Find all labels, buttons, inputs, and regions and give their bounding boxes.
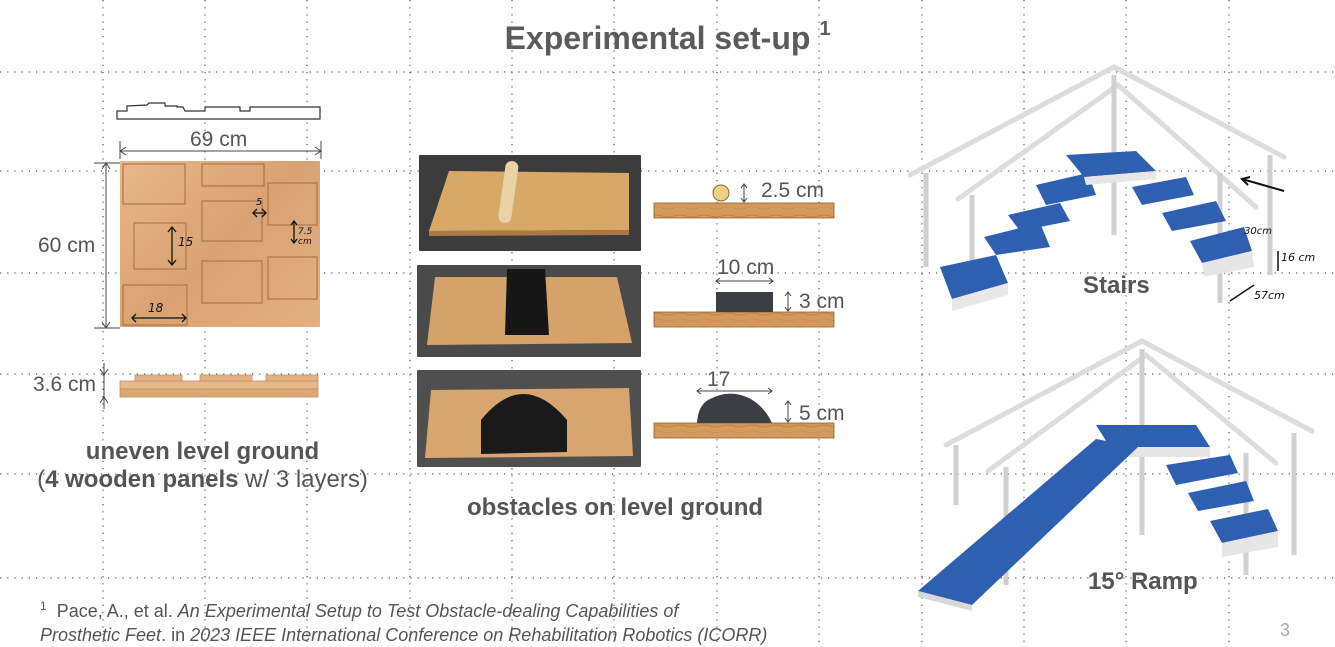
uneven-caption-open: (	[37, 466, 46, 493]
wooden-panel-photo: 15 5 7.5 cm 18	[120, 161, 320, 327]
stairs-hand-mark-30cm: 30cm	[1244, 226, 1272, 237]
ramp-label: 15° Ramp	[1088, 568, 1198, 595]
panel-profile-sketch	[116, 102, 321, 120]
width-dimension-line	[119, 141, 322, 159]
thickness-label: 3.6 cm	[33, 373, 97, 396]
hand-mark-5: 5	[256, 197, 263, 208]
footnote-authors: Pace, A., et al.	[56, 601, 173, 621]
hump-obstacle-photo	[417, 370, 641, 467]
slide-title-reference: 1	[819, 18, 831, 40]
hump-width-label: 17	[707, 368, 731, 391]
stairs-hand-mark-16cm: 16 cm	[1281, 251, 1316, 264]
stairs-hand-mark-57cm: 57cm	[1254, 289, 1285, 302]
hand-mark-7-5cm: 7.5 cm	[298, 227, 313, 247]
slide-title: Experimental set-up 1	[0, 18, 1335, 57]
footnote-title-line2: Prosthetic Feet	[40, 625, 162, 645]
block-obstacle-photo	[417, 265, 641, 357]
footnote-in-text: . in	[161, 625, 186, 645]
uneven-caption-line1: uneven level ground	[85, 438, 320, 465]
height-dimension-line	[94, 162, 120, 329]
hump-height-label: 5 cm	[799, 402, 845, 425]
ramp-photo	[918, 338, 1315, 611]
block-height-label: 3 cm	[799, 290, 845, 313]
panel-layer-profile	[99, 363, 319, 409]
width-label: 69 cm	[190, 128, 248, 151]
obstacle-diagrams	[653, 183, 835, 439]
hand-mark-15: 15	[178, 235, 194, 249]
block-width-label: 10 cm	[717, 256, 775, 279]
footnote-title-line1: An Experimental Setup to Test Obstacle-d…	[177, 601, 679, 621]
footnote-venue: 2023 IEEE International Conference on Re…	[190, 625, 768, 645]
uneven-ground-figure: 69 cm 60 cm	[30, 95, 390, 425]
stairs-photo	[907, 64, 1287, 311]
uneven-caption-rest: w/ 3 layers)	[238, 466, 368, 493]
reference-footnote: 1 Pace, A., et al. An Experimental Setup…	[40, 594, 767, 647]
uneven-ground-caption: uneven level ground (4 wooden panels w/ …	[20, 438, 385, 494]
footnote-number: 1	[40, 599, 47, 613]
obstacles-caption-text: obstacles on level ground	[466, 494, 764, 521]
height-label: 60 cm	[38, 234, 96, 257]
obstacles-caption: obstacles on level ground	[430, 494, 800, 522]
slide-title-text: Experimental set-up	[504, 20, 811, 56]
page-number: 3	[1280, 620, 1291, 640]
rod-obstacle-photo	[419, 155, 641, 251]
hand-mark-18: 18	[148, 301, 164, 315]
stairs-label: Stairs	[1083, 272, 1150, 299]
rod-diameter-label: 2.5 cm	[761, 179, 825, 202]
uneven-caption-bold: 4 wooden panels	[45, 466, 239, 493]
